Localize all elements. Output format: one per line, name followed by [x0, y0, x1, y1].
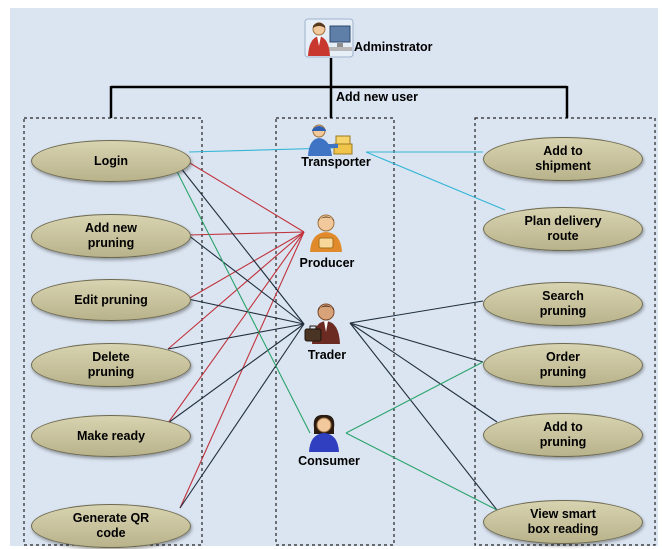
use-case-order-pruning[interactable]: Order pruning	[483, 343, 643, 387]
use-case-add-to-shipment[interactable]: Add to shipment	[483, 137, 643, 181]
use-case-view-smart-box-reading[interactable]: View smart box reading	[483, 500, 643, 544]
association-consumer-order-pruning	[345, 361, 484, 434]
use-case-edit-pruning[interactable]: Edit pruning	[31, 279, 191, 321]
consumer-label: Consumer	[298, 454, 360, 468]
transporter-label: Transporter	[301, 155, 371, 169]
use-case-plan-delivery-route[interactable]: Plan delivery route	[483, 207, 643, 251]
use-case-add-new-pruning-label: Add new pruning	[84, 221, 138, 250]
consumer-actor	[306, 414, 342, 452]
association-transporter-login	[188, 147, 334, 153]
use-case-add-to-pruning-label: Add to pruning	[539, 420, 587, 449]
administrator-at-computer-icon	[304, 18, 354, 58]
association-trader-add-new-pruning	[187, 234, 305, 325]
use-case-edit-pruning-label: Edit pruning	[74, 292, 148, 307]
use-case-login[interactable]: Login	[31, 140, 191, 182]
association-producer-add-new-pruning	[187, 231, 305, 236]
producer-actor	[306, 212, 346, 252]
producer-label: Producer	[299, 256, 355, 270]
add-new-user-label: Add new user	[336, 90, 418, 104]
consumer-person-icon	[309, 414, 339, 452]
use-case-search-pruning[interactable]: Search pruning	[483, 282, 643, 326]
left-boundary-box	[23, 117, 203, 546]
association-consumer-login	[164, 147, 311, 434]
center-boundary-box	[275, 117, 395, 546]
producer-person-icon	[310, 214, 342, 252]
use-case-make-ready-label: Make ready	[76, 428, 146, 443]
use-case-delete-pruning[interactable]: Delete pruning	[31, 343, 191, 387]
use-case-plan-delivery-route-label: Plan delivery route	[524, 214, 602, 243]
association-trader-search-pruning	[349, 300, 484, 324]
association-trader-view-smart-box-reading	[349, 322, 498, 511]
right-boundary-box	[474, 117, 656, 546]
association-trader-delete-pruning	[167, 323, 305, 350]
use-case-make-ready[interactable]: Make ready	[31, 415, 191, 457]
trader-person-icon	[304, 303, 340, 344]
admin-connector	[109, 58, 569, 118]
use-case-search-pruning-label: Search pruning	[539, 289, 587, 318]
administrator-label: Adminstrator	[354, 40, 433, 54]
association-trader-edit-pruning	[187, 298, 305, 325]
association-producer-generate-qr-code	[179, 231, 305, 509]
trader-actor	[304, 302, 344, 344]
use-case-login-label: Login	[93, 153, 128, 168]
association-trader-make-ready	[167, 323, 305, 424]
association-producer-delete-pruning	[167, 231, 305, 350]
association-trader-order-pruning	[349, 322, 484, 363]
use-case-order-pruning-label: Order pruning	[539, 350, 587, 379]
administrator-actor	[304, 16, 354, 60]
association-lines	[164, 147, 506, 511]
association-trader-login	[164, 147, 305, 325]
use-case-delete-pruning-label: Delete pruning	[87, 350, 135, 379]
association-transporter-plan-delivery-route	[365, 151, 506, 211]
use-case-add-to-pruning[interactable]: Add to pruning	[483, 413, 643, 457]
association-trader-add-to-pruning	[349, 322, 498, 423]
use-case-generate-qr-code-label: Generate QR code	[72, 511, 150, 540]
transporter-person-icon	[308, 124, 353, 156]
association-producer-make-ready	[167, 231, 305, 424]
use-case-generate-qr-code[interactable]: Generate QR code	[31, 504, 191, 548]
association-trader-generate-qr-code	[179, 323, 305, 509]
use-case-view-smart-box-reading-label: View smart box reading	[527, 507, 599, 536]
association-consumer-view-smart-box-reading	[345, 432, 498, 511]
transporter-actor	[306, 122, 354, 156]
use-case-add-to-shipment-label: Add to shipment	[535, 144, 591, 173]
use-case-add-new-pruning[interactable]: Add new pruning	[31, 214, 191, 258]
trader-label: Trader	[307, 348, 347, 362]
association-producer-edit-pruning	[187, 231, 305, 300]
